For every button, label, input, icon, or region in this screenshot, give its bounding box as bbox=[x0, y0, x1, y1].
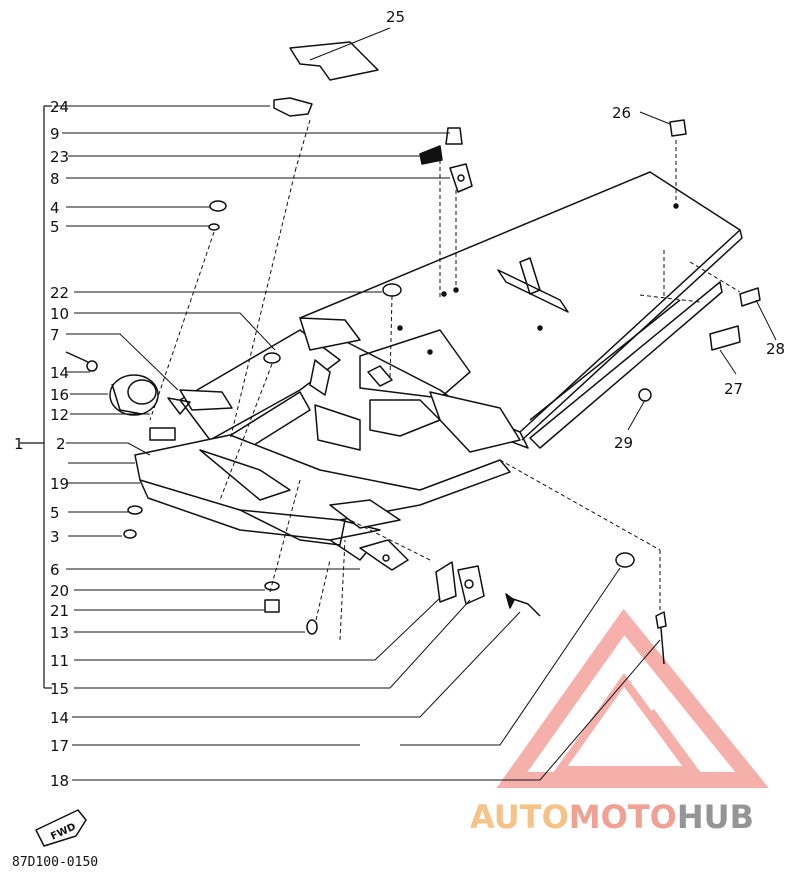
callout-29: 29 bbox=[614, 434, 633, 452]
callout-14: 14 bbox=[50, 364, 69, 382]
callout-12: 12 bbox=[50, 406, 69, 424]
callout-14b: 14 bbox=[50, 709, 69, 727]
callout-10: 10 bbox=[50, 305, 69, 323]
fwd-arrow-icon bbox=[35, 809, 87, 847]
callout-8: 8 bbox=[50, 170, 60, 188]
callout-26: 26 bbox=[612, 104, 631, 122]
callout-23: 23 bbox=[50, 148, 69, 166]
callout-6: 6 bbox=[50, 561, 60, 579]
callout-3: 3 bbox=[50, 528, 60, 546]
callout-bracket bbox=[20, 105, 52, 689]
callout-15: 15 bbox=[50, 680, 69, 698]
callout-18: 18 bbox=[50, 772, 69, 790]
callout-27: 27 bbox=[724, 380, 743, 398]
callout-labels: 25 24 9 23 8 4 5 22 10 7 14 16 12 1 2 19… bbox=[14, 8, 785, 790]
callout-2: 2 bbox=[56, 435, 66, 453]
callout-25: 25 bbox=[386, 8, 405, 26]
callout-11: 11 bbox=[50, 652, 69, 670]
frame-assembly-drawing bbox=[35, 41, 761, 847]
callout-5: 5 bbox=[50, 218, 60, 236]
callout-20: 20 bbox=[50, 582, 69, 600]
callout-7: 7 bbox=[50, 326, 60, 344]
callout-21: 21 bbox=[50, 602, 69, 620]
callout-19: 19 bbox=[50, 475, 69, 493]
callout-17: 17 bbox=[50, 737, 69, 755]
watermark-logo bbox=[496, 608, 769, 788]
callout-24: 24 bbox=[50, 98, 69, 116]
callout-13: 13 bbox=[50, 624, 69, 642]
callout-5b: 5 bbox=[50, 504, 60, 522]
callout-22: 22 bbox=[50, 284, 69, 302]
callout-9: 9 bbox=[50, 125, 60, 143]
leader-lines bbox=[54, 27, 777, 781]
callout-4: 4 bbox=[50, 199, 60, 217]
drawing-code: 87D100-0150 bbox=[12, 855, 98, 870]
callout-16: 16 bbox=[50, 386, 69, 404]
callout-28: 28 bbox=[766, 340, 785, 358]
watermark-text: AUTOMOTOHUB bbox=[470, 798, 754, 836]
callout-1: 1 bbox=[14, 435, 24, 453]
